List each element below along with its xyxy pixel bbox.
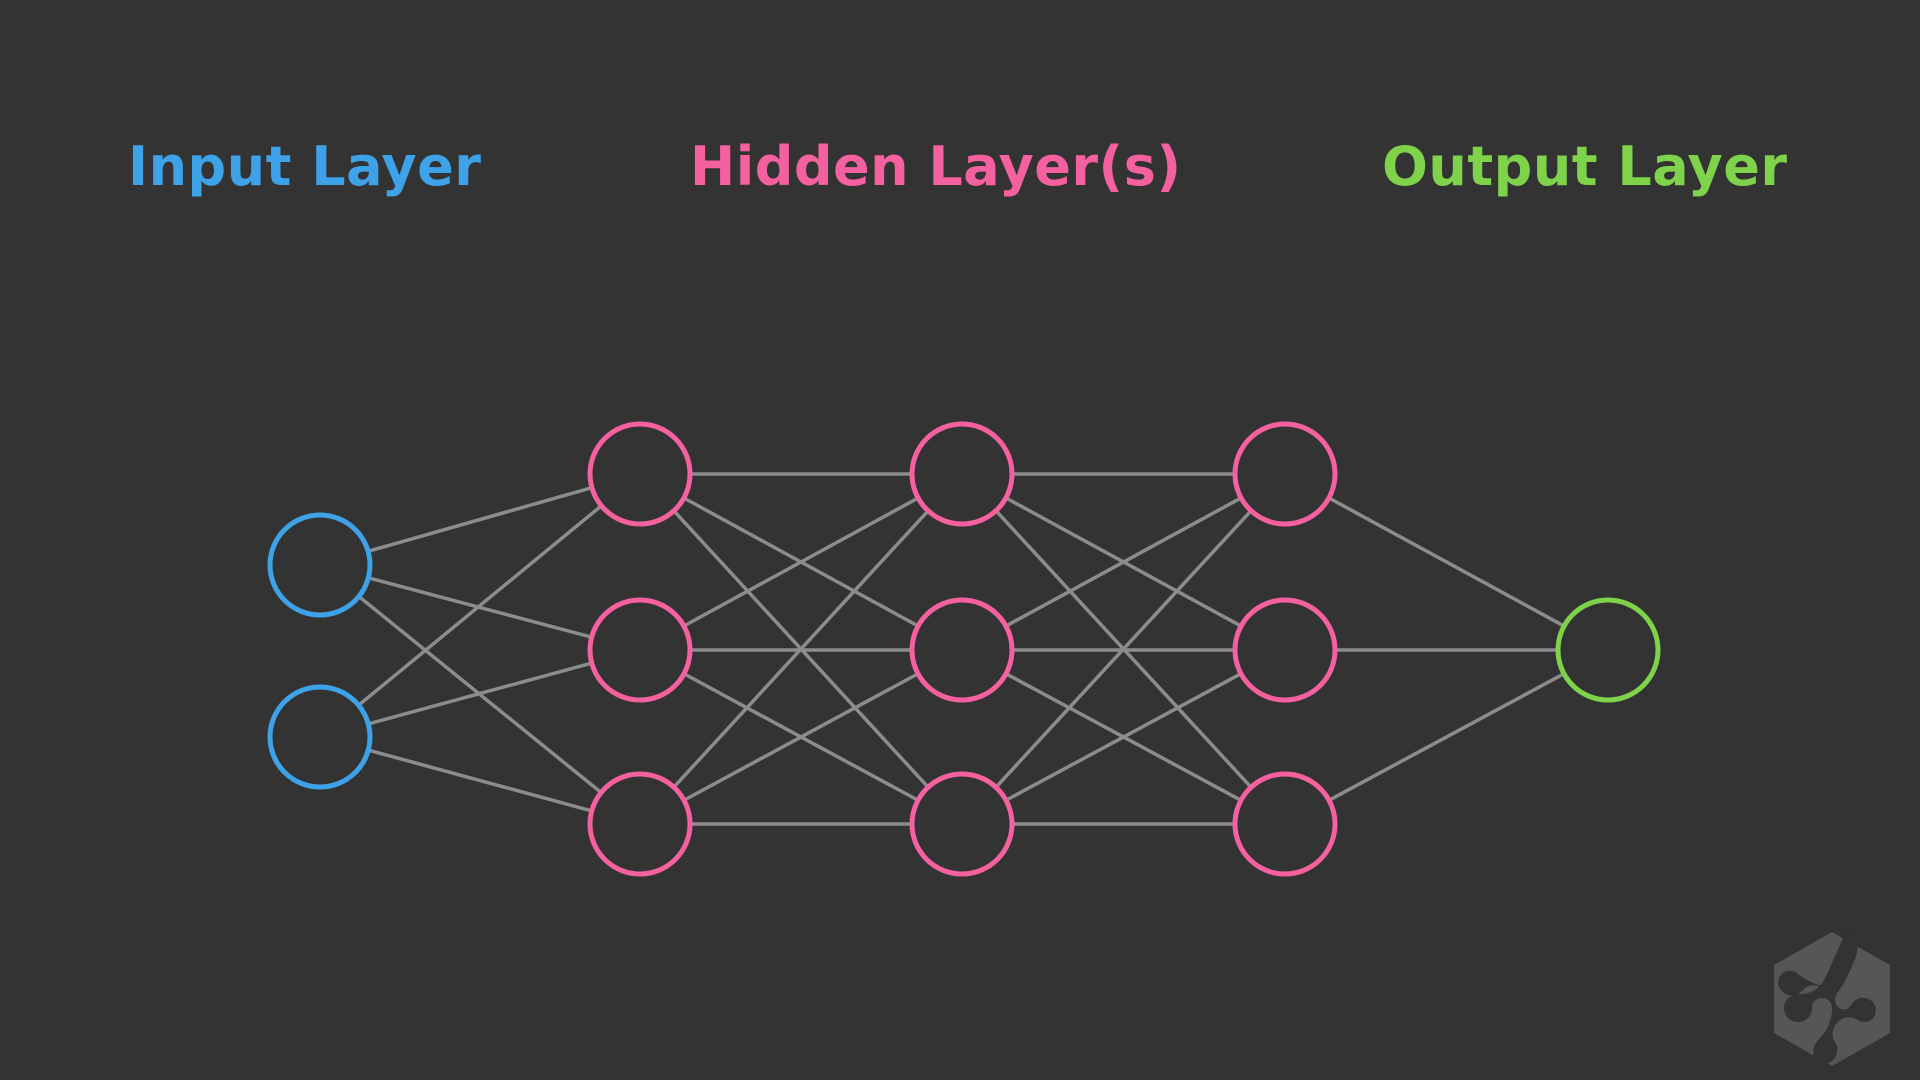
neuron-node-hidden-2-2 (587, 597, 693, 703)
connection-edge (683, 496, 919, 628)
connection-edges-group (357, 472, 1565, 826)
neuron-node-hidden-3-1 (909, 421, 1015, 527)
neuron-node-hidden-4-2 (1232, 597, 1338, 703)
connection-edge (1328, 496, 1565, 628)
neuron-node-input-1-2 (267, 684, 373, 790)
connection-edge (367, 485, 593, 554)
connection-edge (357, 504, 603, 707)
input-layer-label: Input Layer (128, 135, 482, 198)
neuron-nodes-group (267, 421, 1661, 877)
connection-edge (672, 509, 930, 789)
neuron-node-hidden-4-3 (1232, 771, 1338, 877)
connection-edge (367, 661, 593, 726)
hidden-layer-label: Hidden Layer(s) (690, 135, 1182, 198)
neuron-node-input-1-1 (267, 512, 373, 618)
hexagon-neuron-logo-icon (1774, 932, 1890, 1066)
watermark-neuron-glyph (1778, 935, 1876, 1064)
connection-edge (683, 672, 919, 802)
connection-edge (1005, 496, 1242, 628)
neuron-node-hidden-2-3 (587, 771, 693, 877)
neuron-node-hidden-3-3 (909, 771, 1015, 877)
neuron-node-output-5-1 (1555, 597, 1661, 703)
output-layer-label: Output Layer (1382, 135, 1788, 198)
neuron-node-hidden-4-1 (1232, 421, 1338, 527)
neuron-node-hidden-3-2 (909, 597, 1015, 703)
connection-edge (367, 748, 593, 813)
connection-edge (1328, 672, 1565, 802)
connection-edge (994, 509, 1253, 789)
neuron-node-hidden-2-1 (587, 421, 693, 527)
connection-edge (1005, 672, 1242, 802)
